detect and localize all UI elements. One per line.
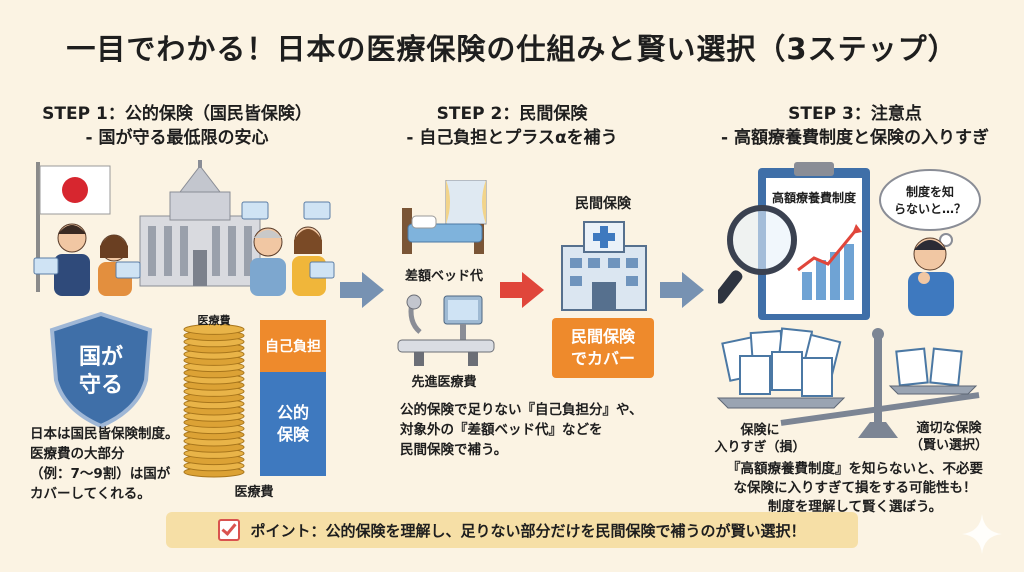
- step2-description: 公的保険で足りない『自己負担分』や、 対象外の『差額ベッド代』などを 民間保険で…: [400, 402, 643, 458]
- hospital-label: 民間保険: [575, 196, 631, 212]
- balance-scale-icon: [716, 327, 980, 438]
- family-right-icon: [241, 201, 335, 296]
- thought-bubble-icon: 制度を知 らないと…？: [879, 169, 981, 256]
- step1-subheading: - 国が守る最低限の安心: [85, 128, 269, 148]
- advanced-medical-label: 先進医療費: [411, 375, 477, 390]
- arrow-right-icon: [340, 272, 384, 308]
- family-left-icon: [33, 223, 141, 296]
- step1-description: 日本は国民皆保険制度。 医療費の大部分 （例：7〜9割）は国が カバーしてくれる…: [30, 426, 179, 502]
- document-stack-icon: [721, 327, 842, 397]
- step1-heading-block: STEP 1：公的保険（国民皆保険） - 国が守る最低限の安心: [22, 102, 332, 150]
- private-cover-box: 民間保険 でカバー: [552, 318, 654, 378]
- checkbox-icon: [218, 519, 241, 541]
- medical-equipment-icon: [397, 294, 495, 366]
- confused-person-icon: [908, 237, 954, 316]
- self-pay-bar: 自己負担: [260, 320, 326, 372]
- point-banner: ポイント：公的保険を理解し、足りない部分だけを民間保険で補うのが賢い選択！: [166, 512, 858, 548]
- self-pay-label: 自己負担: [265, 339, 321, 355]
- step3-heading-block: STEP 3：注意点 - 高額療養費制度と保険の入りすぎ: [690, 102, 1020, 150]
- coin-stack-label: 医療費: [198, 313, 231, 327]
- public-bar-line2: 保険: [276, 425, 309, 444]
- step2-heading-block: STEP 2：民間保険 - 自己負担とプラスαを補う: [372, 102, 652, 150]
- public-insurance-bar: 公的 保険: [260, 372, 326, 476]
- step3-heading: STEP 3：注意点: [788, 104, 922, 124]
- document-single-icon: [895, 347, 963, 387]
- coin-stack-icon: 医療費: [183, 313, 245, 478]
- bubble-text-line2: らないと…？: [894, 202, 966, 216]
- hospital-building-icon: [561, 221, 647, 311]
- parliament-building-icon: [139, 160, 261, 287]
- clipboard-chart-icon: 高額療養費制度: [718, 162, 870, 320]
- hospital-bed-icon: [402, 180, 487, 254]
- point-text: ポイント：公的保険を理解し、足りない部分だけを民間保険で補うのが賢い選択！: [250, 521, 806, 540]
- step3-description: 『高額療養費制度』を知らないと、不必要 な保険に入りすぎて損をする可能性も！ 制…: [727, 461, 983, 515]
- step3-subheading: - 高額療養費制度と保険の入りすぎ: [721, 128, 989, 148]
- scale-right-label: 適切な保険 （賢い選択）: [909, 421, 988, 453]
- page-title: 一目でわかる！日本の医療保険の仕組みと賢い選択（3ステップ）: [66, 32, 958, 66]
- sparkle-icon: [962, 514, 1002, 554]
- arrow-right-icon-2: [660, 272, 704, 308]
- shield-text-line2: 守る: [79, 372, 123, 398]
- step2-heading: STEP 2：民間保険: [436, 104, 588, 124]
- step2-subheading: - 自己負担とプラスαを補う: [406, 128, 618, 148]
- step1-heading: STEP 1：公的保険（国民皆保険）: [42, 104, 312, 124]
- bed-fee-label: 差額ベッド代: [404, 269, 483, 284]
- red-arrow-right-icon: [500, 272, 544, 308]
- shield-icon: 国が 守る: [49, 311, 153, 429]
- scale-left-label: 保険に 入りすぎ（損）: [714, 423, 806, 455]
- public-insurance-illustration: [33, 160, 335, 296]
- coin: [183, 323, 245, 335]
- clipboard-title: 高額療養費制度: [772, 190, 857, 205]
- bubble-text-line1: 制度を知: [906, 184, 954, 199]
- shield-text-line1: 国が: [79, 344, 123, 370]
- japan-flag-icon: [36, 162, 111, 292]
- medical-cost-caption: 医療費: [234, 485, 274, 500]
- public-bar-line1: 公的: [276, 403, 309, 422]
